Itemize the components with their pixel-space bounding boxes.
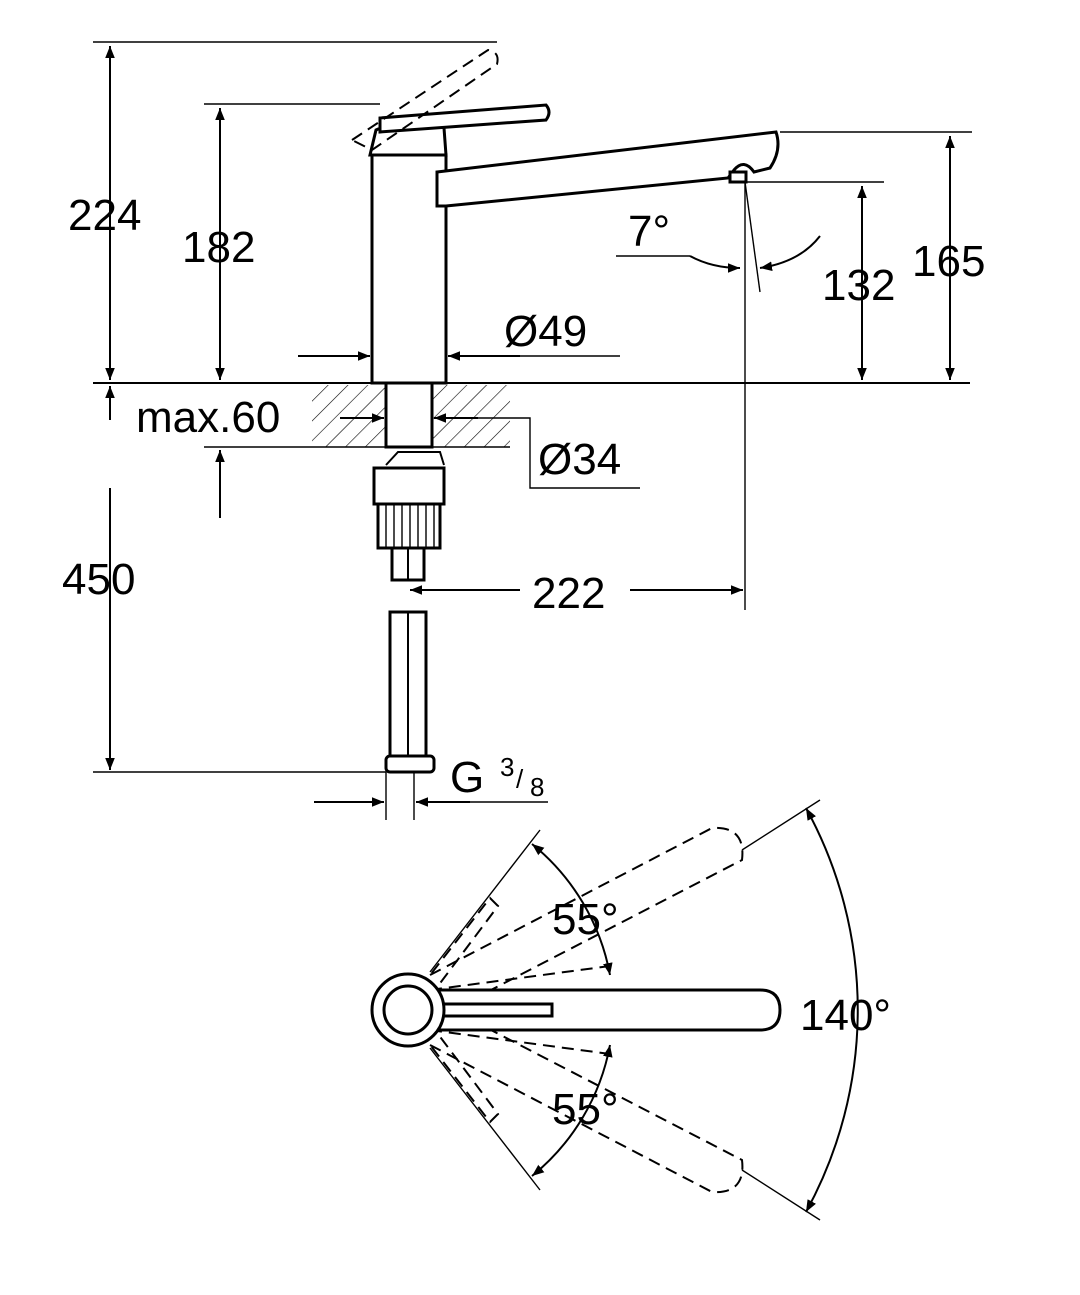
dim-swivel-lower: 55° [552, 1085, 619, 1134]
side-view: 224 182 165 132 7° Ø49 max.60 [62, 41, 985, 820]
dim-total-height: 224 [68, 191, 141, 240]
dim-shank-diameter: Ø34 [538, 435, 621, 484]
svg-text:/: / [516, 764, 524, 794]
spout-position-lower-dashed [429, 1013, 744, 1194]
dim-counter-thickness: max.60 [136, 393, 280, 442]
dim-connection-den: 8 [530, 772, 544, 802]
faucet-body [370, 153, 448, 385]
dim-spout-reach: 222 [532, 569, 605, 618]
threaded-ring [376, 502, 442, 550]
lever-position-upper-dashed [419, 896, 500, 995]
lever-handle [378, 103, 551, 134]
lever-raised-dashed [350, 48, 499, 152]
lever-position-lower-dashed [419, 1025, 500, 1124]
dim-swivel-total: 140° [800, 991, 891, 1040]
mounting-nut [372, 466, 446, 506]
dim-outlet-height: 132 [822, 261, 895, 310]
body-circle-inner [382, 984, 434, 1036]
dim-lever-height: 182 [182, 223, 255, 272]
spout-top [428, 988, 782, 1032]
spout [435, 130, 780, 208]
dim-swivel-upper: 55° [552, 895, 619, 944]
top-view: 140° 55° 55° [370, 799, 891, 1221]
dim-spout-height: 165 [912, 237, 985, 286]
swivel-arc-140 [805, 807, 859, 1213]
hose-connector [384, 754, 436, 774]
aerator [728, 170, 748, 184]
dim-connection-num: 3 [500, 752, 514, 782]
spout-position-upper-dashed [429, 826, 744, 1007]
dim-connection-thread: G [450, 753, 484, 802]
shank [384, 381, 434, 449]
dim-body-diameter: Ø49 [504, 307, 587, 356]
dim-spout-angle: 7° [628, 207, 670, 256]
dim-hose-length: 450 [62, 555, 135, 604]
